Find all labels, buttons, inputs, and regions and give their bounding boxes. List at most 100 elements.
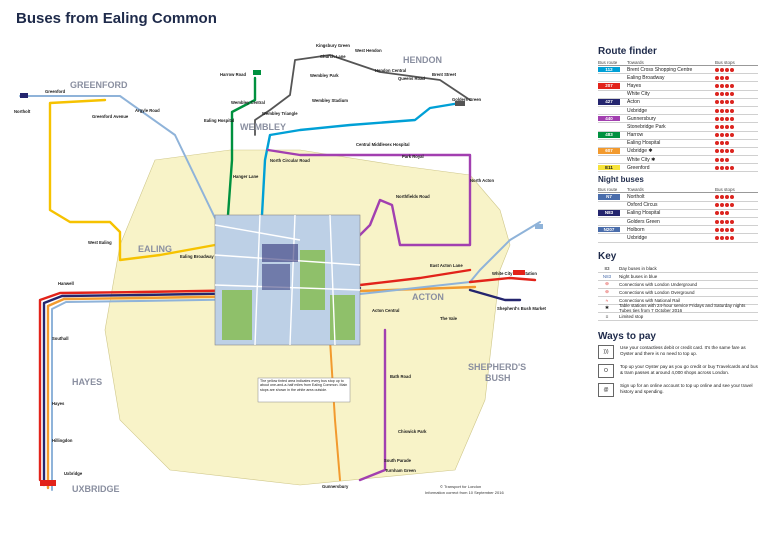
stop-dot-icon xyxy=(715,141,719,146)
stop-east-acton-lane: East Acton Lane xyxy=(430,263,463,268)
contactless-icon: ))) xyxy=(598,344,614,359)
stop-ealing-hospital: Ealing Hospital xyxy=(204,118,234,123)
note-box xyxy=(257,377,351,403)
route-cell: 112 xyxy=(598,66,624,73)
stops-cell xyxy=(715,149,758,154)
towards-cell: Stonebridge Park xyxy=(627,123,666,130)
stop-dot-icon xyxy=(730,149,734,154)
route-440-line xyxy=(266,148,472,247)
col-route: Bus route xyxy=(598,187,618,193)
stop-dot-icon xyxy=(730,92,734,97)
stop-dot-icon xyxy=(720,141,724,146)
key-symbol: 83 xyxy=(604,265,610,271)
stop-dot-icon xyxy=(715,211,719,216)
stop-dot-icon xyxy=(725,235,729,240)
route-badge[interactable]: 112 xyxy=(598,66,620,73)
stop-dot-icon xyxy=(725,67,729,72)
stop-dot-icon xyxy=(730,235,734,240)
towards-cell: Holborn xyxy=(627,226,645,233)
stop-dot-icon xyxy=(730,83,734,88)
towards-cell: Northolt xyxy=(627,194,645,201)
key-symbol: ≈ xyxy=(605,297,609,303)
route-badge[interactable]: 440 xyxy=(598,115,620,122)
towards-cell: Uxbridge ✱ xyxy=(627,148,653,155)
stop-greenford: Greenford xyxy=(45,89,66,94)
terminus-marker xyxy=(535,224,543,229)
stops-cell xyxy=(715,165,758,170)
table-row: Oxford Circus xyxy=(598,202,758,210)
table-row: Ealing Hospital xyxy=(598,140,758,148)
col-towards: Towards xyxy=(627,187,644,193)
area-ealing: EALING xyxy=(138,244,172,254)
stop-hanger-lane: Hanger Lane xyxy=(233,174,259,179)
stop-the-vale: The Vale xyxy=(440,316,458,321)
route-orange-south-line xyxy=(329,339,341,481)
route-badge[interactable]: 207 xyxy=(598,82,620,89)
stop-northfields-road: Northfields Road xyxy=(396,194,430,199)
route-112-line xyxy=(260,101,462,217)
stop-hendon-central: Hendon Central xyxy=(375,68,406,73)
area-acton: ACTON xyxy=(412,292,444,302)
stop-northolt: Northolt xyxy=(14,109,31,114)
route-cell: 207 xyxy=(598,82,624,89)
ways-to-pay-heading: Ways to pay xyxy=(598,330,656,342)
stop-turnham-green: Turnham Green xyxy=(385,468,416,473)
key-text: Limited stop xyxy=(619,313,644,319)
stop-dot-icon xyxy=(715,165,719,170)
route-badge[interactable]: N83 xyxy=(598,210,620,216)
stop-dot-icon xyxy=(725,157,729,162)
stop-greenford-avenue: Greenford Avenue xyxy=(92,114,129,119)
stop-shepherds-market: Shepherd's Bush Market xyxy=(497,306,547,311)
stop-dot-icon xyxy=(720,235,724,240)
route-badge[interactable]: E11 xyxy=(598,164,620,171)
stops-cell xyxy=(715,203,758,208)
stops-cell xyxy=(715,67,758,72)
route-badge[interactable]: 427 xyxy=(598,99,620,105)
key-text: Day buses in black xyxy=(619,265,657,271)
pay-option: )))Use your contactless debit or credit … xyxy=(598,344,758,359)
stop-bath-road: Bath Road xyxy=(390,374,411,379)
col-towards: Towards xyxy=(627,60,644,65)
key-item: ≈Connections with National Rail xyxy=(598,297,758,305)
key-symbol: ⊖ xyxy=(605,289,609,295)
pay-text: Top up your Oyster pay as you go credit … xyxy=(620,363,758,375)
towards-cell: Gunnersbury xyxy=(627,115,656,122)
key-symbol: ✱ xyxy=(605,305,609,311)
route-badge[interactable]: 483 xyxy=(598,132,620,138)
pay-option: @Sign up for an online account to top up… xyxy=(598,382,758,397)
stop-kingsbury: Kingsbury Green xyxy=(316,43,350,48)
stop-dot-icon xyxy=(720,195,724,200)
towards-cell: White City ✱ xyxy=(627,156,656,163)
route-badge[interactable]: 607 xyxy=(598,148,620,155)
oyster-icon: O xyxy=(598,363,614,378)
stop-southall: Southall xyxy=(52,336,69,341)
route-badge[interactable]: N207 xyxy=(598,226,620,233)
stop-hayes: Hayes xyxy=(52,401,65,406)
key-item: ≡Limited stop xyxy=(598,313,758,321)
stop-dot-icon xyxy=(720,116,724,121)
terminus-marker xyxy=(253,70,261,75)
terminus-marker xyxy=(455,101,465,106)
info-date: Information correct from 10 September 20… xyxy=(425,490,504,495)
page-title: Buses from Ealing Common xyxy=(16,10,217,27)
stop-dot-icon xyxy=(715,83,719,88)
stops-cell xyxy=(715,157,758,162)
route-shepherds-line xyxy=(468,288,522,302)
stops-cell xyxy=(715,108,758,113)
stop-wembley-triangle: Wembley Triangle xyxy=(262,111,298,116)
table-row: Ealing Broadway xyxy=(598,74,758,83)
route-cell: N83 xyxy=(598,210,624,216)
stop-uxbridge: Uxbridge xyxy=(64,471,83,476)
route-e11-line xyxy=(48,98,217,262)
stop-dot-icon xyxy=(715,149,719,154)
route-badge[interactable]: N7 xyxy=(598,194,620,200)
area-hendon: HENDON xyxy=(403,55,442,65)
area-wembley: WEMBLEY xyxy=(240,122,286,132)
stop-dot-icon xyxy=(730,203,734,208)
stop-dot-icon xyxy=(730,195,734,200)
stop-dot-icon xyxy=(720,203,724,208)
table-row: N7 Northolt xyxy=(598,193,758,202)
